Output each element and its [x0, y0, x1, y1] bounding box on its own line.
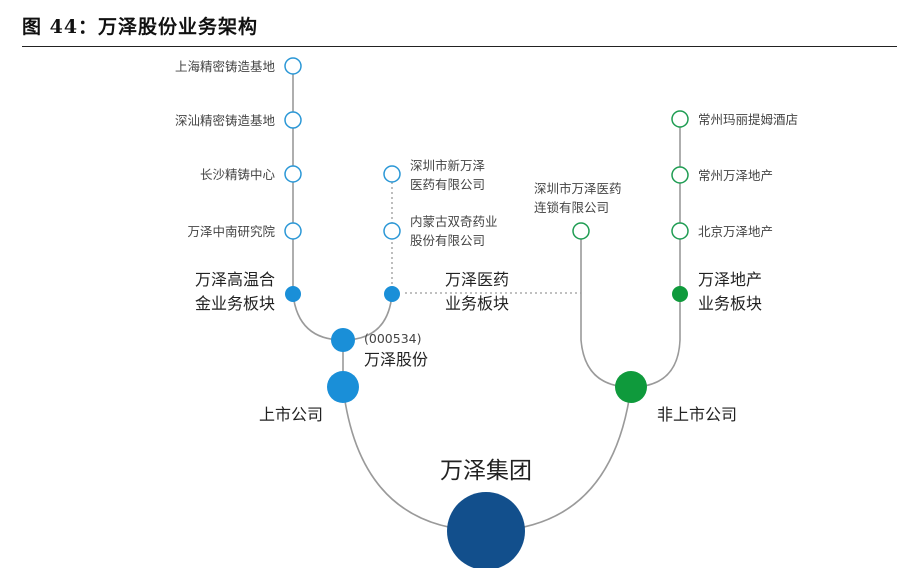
- label-wanze-name: 万泽股份: [364, 350, 428, 369]
- label-realestate-item-3: 北京万泽地产: [698, 224, 773, 239]
- node-realestate-item-1: [671, 110, 689, 128]
- node-listed: [327, 371, 359, 403]
- node-realestate-item-3: [671, 222, 689, 240]
- label-alloy-segment-line1: 万泽高温合: [195, 270, 275, 289]
- node-alloy-item-1: [284, 57, 302, 75]
- label-root: 万泽集团: [440, 458, 532, 484]
- label-pharma-segment-line2: 业务板块: [445, 294, 509, 313]
- node-realestate-item-2: [671, 166, 689, 184]
- title-rule: [22, 46, 897, 47]
- label-pharma-chain-line2: 连锁有限公司: [534, 200, 609, 215]
- node-realestate-segment: [672, 286, 688, 302]
- label-pharma-item-2-line2: 股份有限公司: [410, 233, 485, 248]
- label-unlisted: 非上市公司: [657, 405, 737, 424]
- label-realestate-item-2: 常州万泽地产: [698, 168, 773, 183]
- label-alloy-segment-line2: 金业务板块: [195, 294, 275, 313]
- label-pharma-item-1-line1: 深圳市新万泽: [410, 158, 485, 173]
- node-alloy-segment: [285, 286, 301, 302]
- node-pharma-segment: [384, 286, 400, 302]
- label-pharma-segment-line1: 万泽医药: [445, 270, 509, 289]
- label-alloy-item-3: 长沙精铸中心: [200, 167, 276, 182]
- node-alloy-item-4: [284, 222, 302, 240]
- label-pharma-chain-line1: 深圳市万泽医药: [534, 181, 622, 196]
- label-realestate-segment-line1: 万泽地产: [698, 270, 762, 289]
- label-listed: 上市公司: [259, 405, 323, 424]
- node-pharma-item-2: [383, 222, 401, 240]
- node-root: [447, 492, 525, 568]
- label-alloy-item-1: 上海精密铸造基地: [175, 59, 276, 74]
- label-alloy-item-2: 深汕精密铸造基地: [175, 113, 276, 128]
- label-pharma-item-1-line2: 医药有限公司: [410, 177, 485, 192]
- figure-title: 图 44：万泽股份业务架构: [22, 16, 259, 38]
- label-wanze-code: (000534): [364, 331, 421, 346]
- node-wanze: [331, 328, 355, 352]
- label-realestate-item-1: 常州玛丽提姆酒店: [698, 112, 798, 127]
- node-alloy-item-3: [284, 165, 302, 183]
- label-realestate-segment-line2: 业务板块: [698, 294, 762, 313]
- label-alloy-item-4: 万泽中南研究院: [187, 224, 275, 239]
- label-pharma-item-2-line1: 内蒙古双奇药业: [410, 214, 498, 229]
- node-pharma-item-1: [383, 165, 401, 183]
- node-unlisted: [615, 371, 647, 403]
- node-alloy-item-2: [284, 111, 302, 129]
- link-unlisted-pharma-chain: [580, 231, 632, 388]
- node-pharma-chain: [572, 222, 590, 240]
